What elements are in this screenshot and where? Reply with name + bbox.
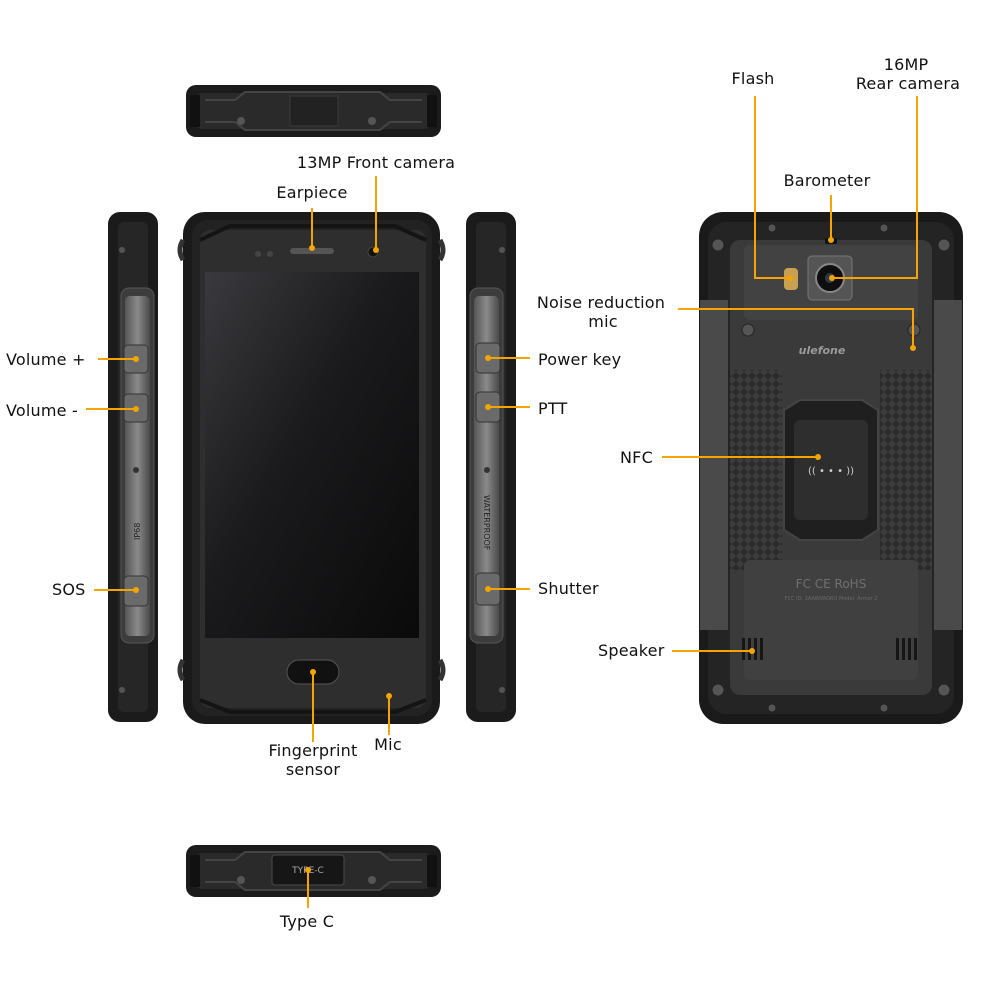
label-rear-camera-line1: 16MP	[883, 55, 929, 74]
label-front-camera: 13MP Front camera	[296, 153, 456, 172]
callout-dots	[133, 237, 916, 873]
fine-print: FCC ID: 2AAWVAORO Model: Armor 2	[785, 596, 878, 602]
svg-text:(( • • • )): (( • • • ))	[808, 466, 854, 477]
label-fingerprint-line1: Fingerprint	[268, 741, 358, 760]
label-flash: Flash	[731, 69, 775, 88]
brand-logo: ulefone	[799, 344, 846, 357]
label-noise-mic-line1: Noise reduction	[536, 293, 666, 312]
label-speaker: Speaker	[598, 641, 665, 660]
phone-top-edge	[186, 85, 441, 137]
label-fingerprint-line2: sensor	[285, 760, 341, 779]
label-sos: SOS	[52, 580, 86, 599]
label-volume-down: Volume -	[6, 401, 78, 420]
rear-speaker	[742, 638, 917, 660]
label-shutter: Shutter	[538, 579, 599, 598]
label-mic: Mic	[374, 735, 402, 754]
label-ptt: PTT	[538, 399, 568, 418]
label-nfc: NFC	[620, 448, 653, 467]
phone-bottom-edge: TYPE-C	[186, 845, 441, 897]
phone-back: ulefone (( • • • )) FC CE RoHS FCC ID: 2…	[699, 212, 963, 724]
phone-front	[177, 212, 446, 724]
cert-marks: FC CE RoHS	[796, 577, 867, 591]
label-power-key: Power key	[538, 350, 622, 369]
waterproof-print: WATERPROOF	[482, 495, 491, 551]
phone-left-side: IP68	[108, 212, 158, 722]
label-type-c: Type C	[279, 912, 335, 931]
label-noise-mic-line2: mic	[588, 312, 618, 331]
phone-right-side: WATERPROOF	[466, 212, 516, 722]
callout-lines	[86, 96, 918, 908]
ip68-print: IP68	[133, 523, 142, 540]
label-earpiece: Earpiece	[276, 183, 348, 202]
label-volume-up: Volume +	[6, 350, 86, 369]
front-screen	[205, 272, 419, 638]
label-rear-camera-line2: Rear camera	[855, 74, 961, 93]
label-barometer: Barometer	[783, 171, 871, 190]
